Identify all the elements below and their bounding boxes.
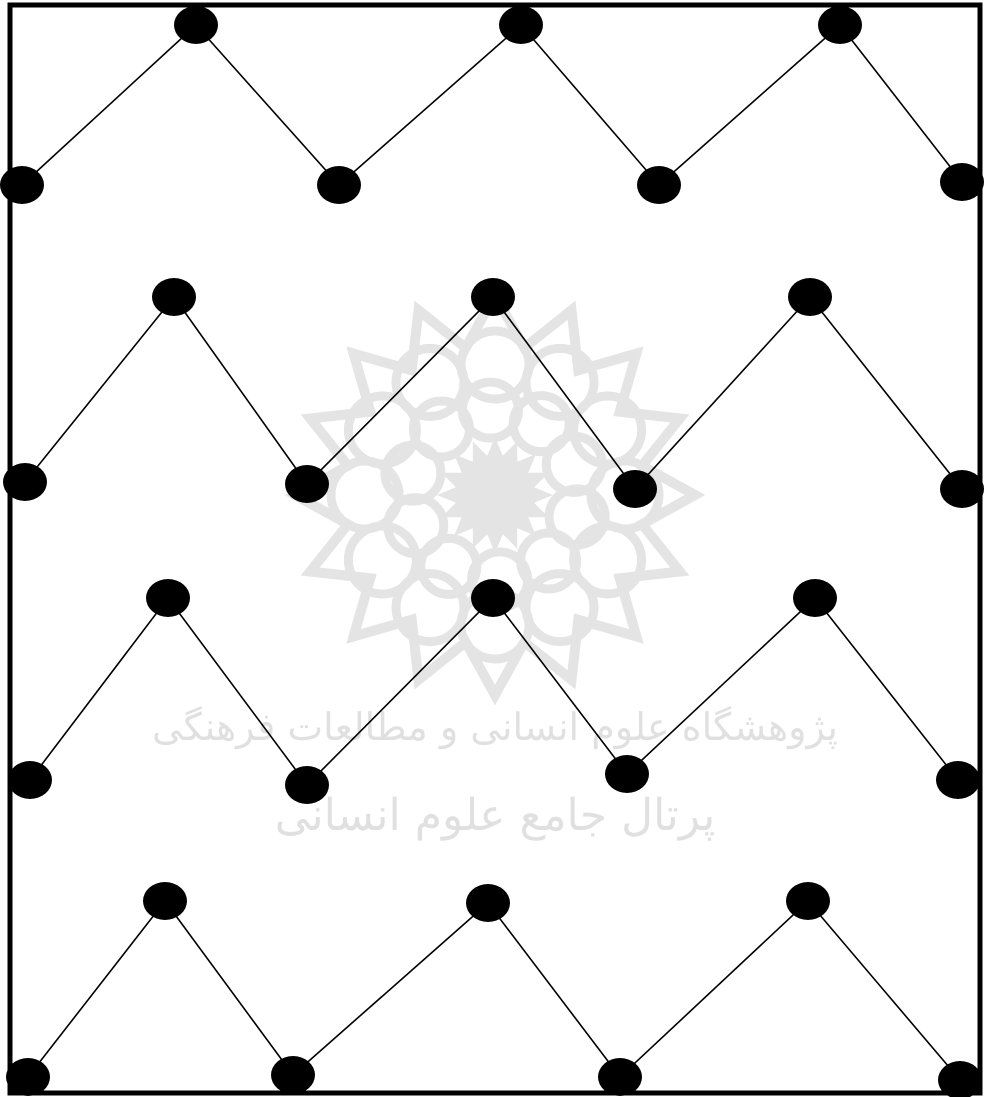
watermark-emblem: پژوهشگاه علوم انسانی و مطالعات فرهنگی پر… xyxy=(152,295,838,841)
lattice-node-row4-4 xyxy=(466,884,510,922)
rosette-petal xyxy=(348,526,416,594)
zigzag-edge-row3-1 xyxy=(30,598,168,780)
zigzag-edge-row2-5 xyxy=(635,297,810,489)
zigzag-edge-row4-3 xyxy=(293,903,488,1075)
lattice-node-row2-2 xyxy=(152,278,196,316)
lattice-node-row4-6 xyxy=(786,882,830,920)
zigzag-edge-row1-3 xyxy=(339,25,521,185)
zigzag-edge-row1-2 xyxy=(196,25,339,185)
lattice-node-row1-4 xyxy=(499,6,543,44)
lattice-node-row1-5 xyxy=(637,166,681,204)
zigzag-edge-row1-1 xyxy=(22,25,196,185)
lattice-node-row1-1 xyxy=(0,166,44,204)
lattice-node-row2-6 xyxy=(788,278,832,316)
lattice-node-row3-6 xyxy=(793,579,837,617)
zigzag-edge-row2-2 xyxy=(174,297,307,484)
lattice-node-row2-4 xyxy=(471,278,515,316)
lattice-node-row2-3 xyxy=(285,465,329,503)
lattice-node-row2-5 xyxy=(613,470,657,508)
lattice-node-row4-7 xyxy=(938,1061,982,1097)
watermark-line-2: پرتال جامع علوم انسانی xyxy=(275,790,716,841)
lattice-node-row4-2 xyxy=(143,882,187,920)
lattice-node-row3-4 xyxy=(471,579,515,617)
zigzag-edge-row1-6 xyxy=(840,25,962,182)
lattice-node-row3-3 xyxy=(285,766,329,804)
zigzag-edge-row1-5 xyxy=(659,25,840,185)
lattice-node-row1-2 xyxy=(174,6,218,44)
rosette-petal xyxy=(574,396,642,464)
lattice-node-row3-2 xyxy=(146,579,190,617)
zigzag-edge-row1-4 xyxy=(521,25,659,185)
lattice-node-row3-7 xyxy=(936,761,980,799)
zigzag-edge-row3-2 xyxy=(168,598,307,785)
lattice-node-row4-3 xyxy=(271,1056,315,1094)
zigzag-edge-row4-2 xyxy=(165,901,293,1075)
zigzag-edge-row4-5 xyxy=(620,901,808,1077)
watermark-line-1: پژوهشگاه علوم انسانی و مطالعات فرهنگی xyxy=(152,705,838,750)
lattice-node-row2-7 xyxy=(940,470,984,508)
lattice-node-row4-1 xyxy=(6,1058,50,1096)
lattice-node-row3-5 xyxy=(605,755,649,793)
lattice-node-row2-1 xyxy=(3,463,47,501)
zigzag-edge-row4-6 xyxy=(808,901,960,1080)
zigzag-edge-row2-1 xyxy=(25,297,174,482)
lattice-node-row1-7 xyxy=(940,163,984,201)
zigzag-edge-row2-6 xyxy=(810,297,962,489)
zigzag-edge-row3-6 xyxy=(815,598,958,780)
zigzag-edge-row4-4 xyxy=(488,903,620,1077)
lattice-node-row1-6 xyxy=(818,6,862,44)
rosette-center xyxy=(437,437,553,553)
lattice-node-row4-5 xyxy=(598,1058,642,1096)
lattice-node-row1-3 xyxy=(317,166,361,204)
zigzag-edge-row4-1 xyxy=(28,901,165,1077)
lattice-node-row3-1 xyxy=(8,761,52,799)
